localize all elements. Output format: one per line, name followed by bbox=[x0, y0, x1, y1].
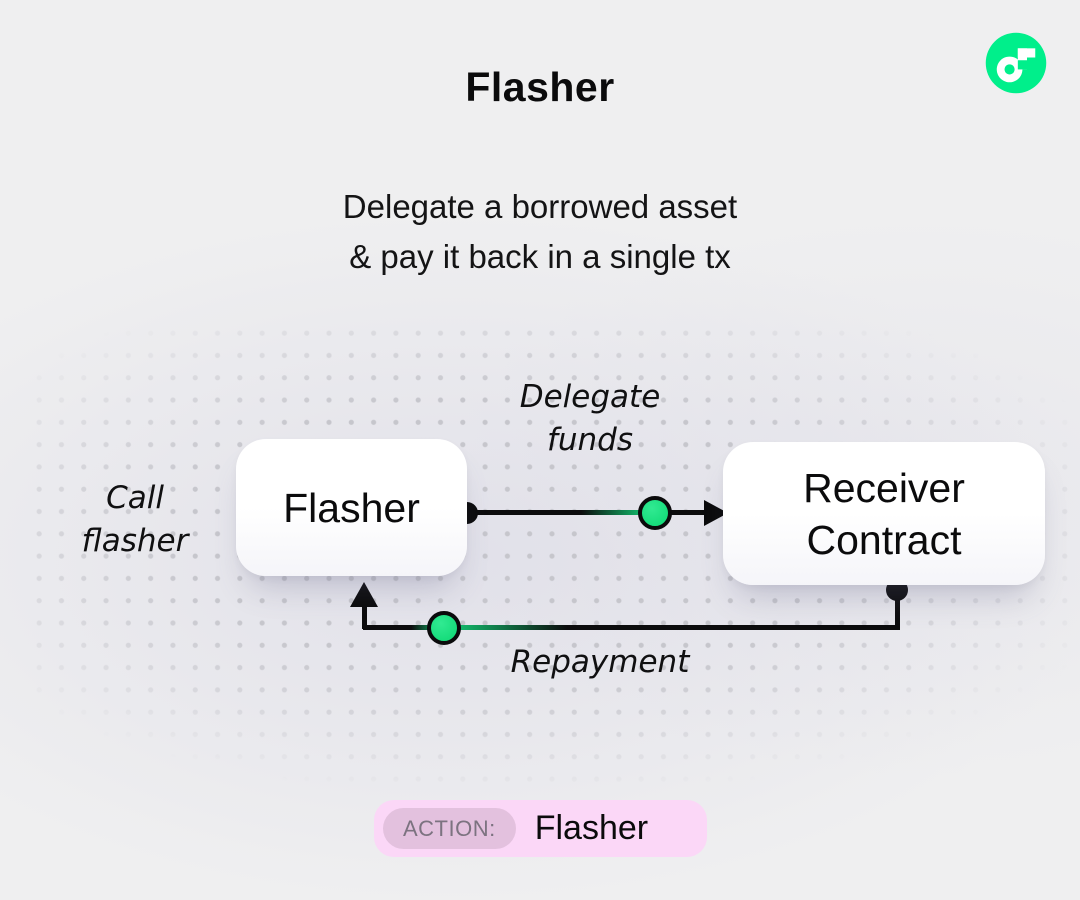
connector-return-line bbox=[363, 625, 900, 630]
flow-logo-icon bbox=[983, 30, 1049, 96]
arrowhead-up-icon bbox=[350, 582, 378, 607]
node-receiver-label-line-1: Receiver bbox=[803, 464, 965, 511]
node-flasher-label: Flasher bbox=[283, 484, 420, 531]
action-badge: ACTION: bbox=[383, 808, 516, 849]
action-pill: ACTION: Flasher bbox=[374, 800, 707, 857]
connector-return-line-up bbox=[362, 603, 367, 629]
edge-label-delegate-funds: Delegate funds bbox=[519, 379, 661, 458]
green-node-delegate bbox=[638, 496, 672, 530]
connector-return-line-down bbox=[895, 589, 900, 629]
node-flasher: Flasher bbox=[236, 439, 467, 576]
node-receiver-contract: Receiver Contract bbox=[723, 442, 1045, 585]
edge-label-repayment: Repayment bbox=[510, 644, 690, 680]
subtitle-line-2: & pay it back in a single tx bbox=[349, 238, 731, 275]
connector-delegate-line bbox=[466, 510, 722, 515]
green-node-repayment bbox=[427, 611, 461, 645]
action-value: Flasher bbox=[534, 809, 649, 847]
page-title: Flasher bbox=[465, 64, 615, 110]
subtitle-line-1: Delegate a borrowed asset bbox=[342, 188, 738, 225]
edge-label-call-flasher: Call flasher bbox=[81, 480, 189, 559]
node-receiver-label-line-2: Contract bbox=[806, 516, 962, 563]
page-subtitle: Delegate a borrowed asset & pay it back … bbox=[0, 182, 1080, 282]
